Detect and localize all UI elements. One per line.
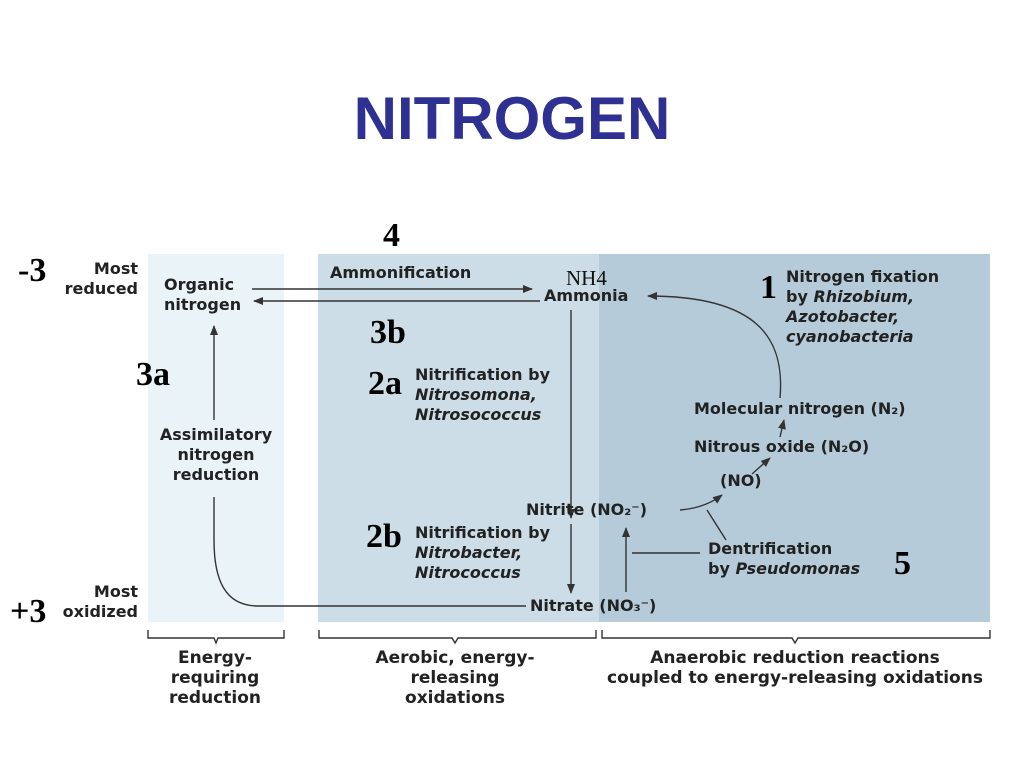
denitrification-pointer-diagonal	[706, 509, 727, 541]
annotation-plus-3: +3	[10, 593, 47, 630]
organic-nitrogen-line2: nitrogen	[164, 295, 242, 314]
footer-energy-requiring: Energy- requiring reduction	[140, 648, 290, 708]
annotation-nh4: NH4	[566, 266, 607, 290]
arrow-nitrous-to-molecular	[778, 419, 786, 438]
nitrogen-fixation-rhizobium: Rhizobium,	[813, 287, 915, 306]
page-title: NITROGEN	[353, 85, 671, 152]
nitrification-a-label: Nitrification by Nitrosomona, Nitrosococ…	[415, 365, 550, 425]
molecular-nitrogen-node: Molecular nitrogen (N₂)	[694, 399, 906, 418]
annotation-2b: 2b	[366, 518, 402, 555]
nitrification-a-line3: Nitrosococcus	[415, 405, 542, 424]
nitrogen-fixation-label: Nitrogen fixation by Rhizobium, Azotobac…	[786, 267, 939, 347]
nitrite-node: Nitrite (NO₂⁻)	[526, 500, 648, 519]
assimilatory-line2: nitrogen	[177, 445, 255, 464]
most-oxidized-label: Most oxidized	[40, 582, 138, 622]
nitrogen-fixation-azotobacter: Azotobacter,	[786, 307, 900, 326]
panel-anaerobic	[599, 254, 990, 622]
panel-aerobic	[318, 254, 599, 622]
nitrification-b-label: Nitrification by Nitrobacter, Nitrococcu…	[415, 523, 550, 583]
footer-energy-line2: requiring	[170, 668, 260, 688]
assimilatory-label: Assimilatory nitrogen reduction	[146, 425, 286, 485]
nitrogen-fixation-by: by	[786, 287, 814, 306]
brace-anaerobic	[601, 630, 991, 645]
footer-aerobic-line2: releasing	[410, 668, 500, 688]
annotation-3a: 3a	[136, 356, 170, 393]
nitrification-b-line2: Nitrobacter,	[415, 543, 523, 562]
most-oxidized-line2: oxidized	[62, 602, 138, 621]
footer-aerobic-line3: oxidations	[405, 688, 505, 708]
annotation-4: 4	[383, 217, 400, 254]
assimilatory-line1: Assimilatory	[159, 425, 273, 444]
annotation-2a: 2a	[368, 365, 402, 402]
most-reduced-line2: reduced	[64, 279, 138, 298]
annotation-1: 1	[760, 269, 777, 306]
most-reduced-label: Most reduced	[60, 259, 138, 299]
brace-energy-requiring	[147, 630, 285, 645]
nitrogen-fixation-line1: Nitrogen fixation	[786, 267, 940, 286]
footer-aerobic-line1: Aerobic, energy-	[375, 648, 535, 668]
nitrification-a-line1: Nitrification by	[415, 365, 551, 384]
nitrate-node: Nitrate (NO₃⁻)	[530, 596, 657, 615]
nitrification-a-line2: Nitrosomona,	[415, 385, 537, 404]
panel-energy-requiring	[148, 254, 284, 622]
arrow-nitrite-to-no	[679, 494, 723, 511]
nitrous-oxide-node: Nitrous oxide (N₂O)	[694, 437, 870, 456]
footer-aerobic: Aerobic, energy- releasing oxidations	[340, 648, 570, 708]
annotation-minus-3: -3	[18, 252, 47, 289]
organic-nitrogen-node: Organic nitrogen	[164, 275, 264, 315]
arrow-nitrogen-fixation	[647, 292, 782, 399]
footer-anaerobic: Anaerobic reduction reactions coupled to…	[590, 648, 1000, 688]
organic-nitrogen-line1: Organic	[164, 275, 235, 294]
annotation-5: 5	[894, 545, 911, 582]
footer-energy-line1: Energy-	[178, 648, 252, 668]
most-reduced-line1: Most	[93, 259, 138, 278]
footer-energy-line3: reduction	[169, 688, 261, 708]
nitrification-b-line3: Nitrococcus	[415, 563, 521, 582]
denitrification-line1: Dentrification	[708, 539, 833, 558]
denitrification-by: by	[708, 559, 736, 578]
denitrification-label: Dentrification by Pseudomonas	[708, 539, 860, 579]
ammonia-node: Ammonia	[544, 286, 629, 305]
nitrogen-fixation-cyanobacteria: cyanobacteria	[786, 327, 914, 346]
footer-anaerobic-line2: coupled to energy-releasing oxidations	[607, 668, 983, 688]
nitrification-b-line1: Nitrification by	[415, 523, 551, 542]
arrow-assimilatory	[213, 497, 526, 607]
most-oxidized-line1: Most	[93, 582, 138, 601]
ammonification-label: Ammonification	[330, 263, 472, 282]
assimilatory-line3: reduction	[172, 465, 260, 484]
denitrification-pseudomonas: Pseudomonas	[735, 559, 861, 578]
arrow-no-to-nitrous-oxide	[751, 457, 771, 475]
footer-anaerobic-line1: Anaerobic reduction reactions	[650, 648, 940, 668]
no-node: (NO)	[720, 471, 762, 490]
brace-aerobic	[318, 630, 597, 645]
annotation-3b: 3b	[370, 314, 406, 351]
